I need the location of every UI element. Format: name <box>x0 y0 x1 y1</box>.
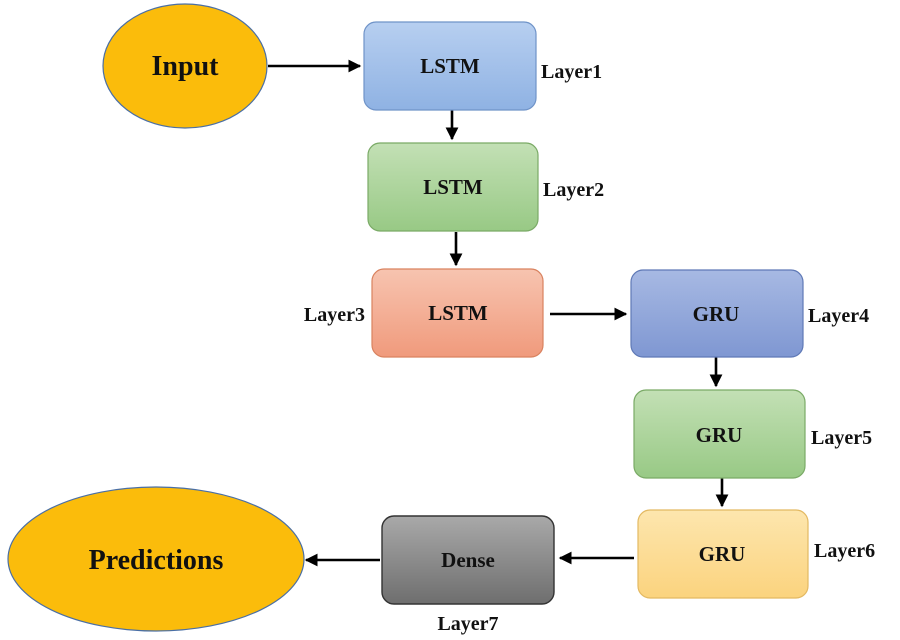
gru6-text: GRU <box>699 542 746 566</box>
layer6-label: Layer6 <box>814 540 875 562</box>
edges <box>268 59 729 567</box>
predictions-text: Predictions <box>89 545 224 576</box>
lstm1-text: LSTM <box>420 54 480 78</box>
dense-box <box>381 515 555 605</box>
layer3-label: Layer3 <box>304 304 365 326</box>
lstm3-text: LSTM <box>428 301 488 325</box>
input-text: Input <box>152 51 220 82</box>
node-lstm-layer1: LSTM Layer1 <box>363 21 602 111</box>
node-gru-layer6: GRU Layer6 <box>637 509 875 599</box>
gru5-box <box>633 389 806 479</box>
gru4-box <box>630 269 804 358</box>
gru6-box <box>637 509 809 599</box>
node-lstm-layer2: LSTM Layer2 <box>367 142 604 232</box>
node-input: Input <box>102 3 268 129</box>
node-gru-layer5: GRU Layer5 <box>633 389 872 479</box>
layer4-label: Layer4 <box>808 305 869 327</box>
node-gru-layer4: GRU Layer4 <box>630 269 869 358</box>
lstm2-text: LSTM <box>423 175 483 199</box>
lstm1-box <box>363 21 537 111</box>
dense-text: Dense <box>441 548 495 572</box>
layer2-label: Layer2 <box>543 179 604 201</box>
lstm2-box <box>367 142 539 232</box>
layer7-label: Layer7 <box>437 613 498 635</box>
node-lstm-layer3: LSTM Layer3 <box>304 268 544 358</box>
gru4-text: GRU <box>693 302 740 326</box>
layer5-label: Layer5 <box>811 427 872 449</box>
node-predictions: Predictions <box>7 486 305 632</box>
layer1-label: Layer1 <box>541 61 602 83</box>
gru5-text: GRU <box>696 423 743 447</box>
input-ellipse <box>102 3 268 129</box>
lstm3-box <box>371 268 544 358</box>
predictions-ellipse <box>7 486 305 632</box>
node-dense-layer7: Dense Layer7 <box>381 515 555 635</box>
